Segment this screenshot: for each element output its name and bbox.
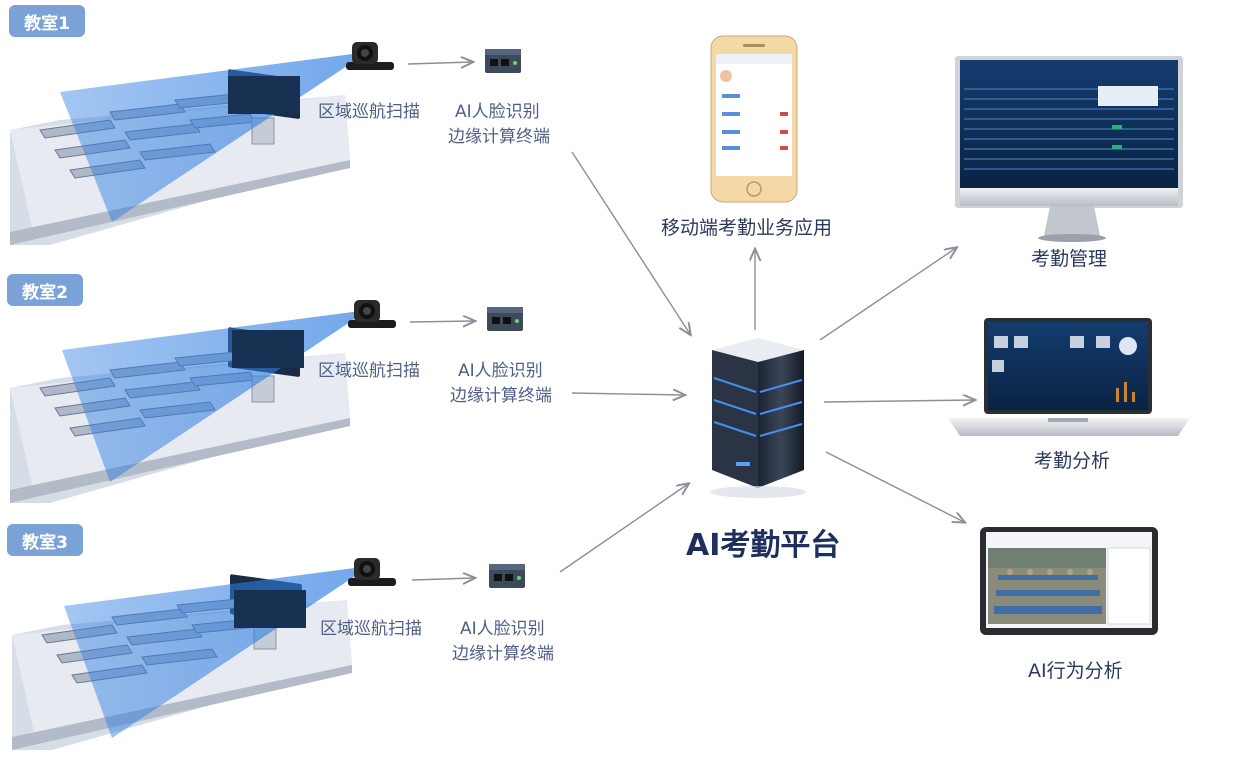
edge-3-label-line1: AI人脸识别 <box>460 619 545 639</box>
mobile-app-label: 移动端考勤业务应用 <box>661 217 833 239</box>
edge-box-3-icon <box>489 564 525 588</box>
edge-box-1-icon <box>485 49 521 73</box>
desktop-monitor-icon <box>955 56 1183 242</box>
analysis-label: 考勤分析 <box>1034 450 1111 472</box>
classroom-3-illustration <box>11 566 370 751</box>
camera-2-label: 区域巡航扫描 <box>318 361 420 381</box>
edge-3-label-line2: 边缘计算终端 <box>452 644 554 664</box>
arrow-edge3-to-platform <box>559 484 688 573</box>
mobile-phone-icon <box>710 35 798 203</box>
camera-1-label: 区域巡航扫描 <box>318 102 420 122</box>
room-tag-3: 教室3 <box>7 524 83 556</box>
classroom-1-illustration <box>9 52 368 246</box>
server-icon <box>710 338 806 498</box>
arrow-platform-to-management <box>819 248 956 341</box>
platform-title: AI考勤平台 <box>686 528 841 563</box>
management-label: 考勤管理 <box>1031 248 1108 270</box>
edge-box-2-icon <box>487 307 523 331</box>
edge-2-label-line2: 边缘计算终端 <box>450 386 552 406</box>
room-tag-1: 教室1 <box>9 5 85 37</box>
smartboard-2 <box>232 330 304 368</box>
tablet-icon <box>980 527 1158 635</box>
edge-1-label-line2: 边缘计算终端 <box>448 127 550 147</box>
smartboard-3 <box>234 590 306 628</box>
camera-3-label: 区域巡航扫描 <box>320 619 422 639</box>
smartboard-1 <box>228 76 300 114</box>
room-tag-2: 教室2 <box>7 274 83 306</box>
arrow-camera1-to-edge1 <box>407 62 472 64</box>
edge-2-label-line1: AI人脸识别 <box>458 361 543 381</box>
classroom-2-illustration <box>9 310 368 504</box>
camera-1-icon <box>346 42 394 70</box>
camera-3-icon <box>348 558 396 586</box>
laptop-icon <box>948 318 1190 436</box>
arrow-edge2-to-platform <box>571 393 684 395</box>
arrow-platform-to-analysis <box>823 400 974 402</box>
arrow-edge1-to-platform <box>571 151 690 334</box>
arrow-platform-to-behavior <box>825 451 964 522</box>
arrow-camera3-to-edge3 <box>411 578 474 580</box>
camera-2-icon <box>348 300 396 328</box>
behavior-analysis-label: AI行为分析 <box>1028 660 1123 682</box>
edge-1-label-line1: AI人脸识别 <box>455 102 540 122</box>
arrow-camera2-to-edge2 <box>409 321 474 322</box>
